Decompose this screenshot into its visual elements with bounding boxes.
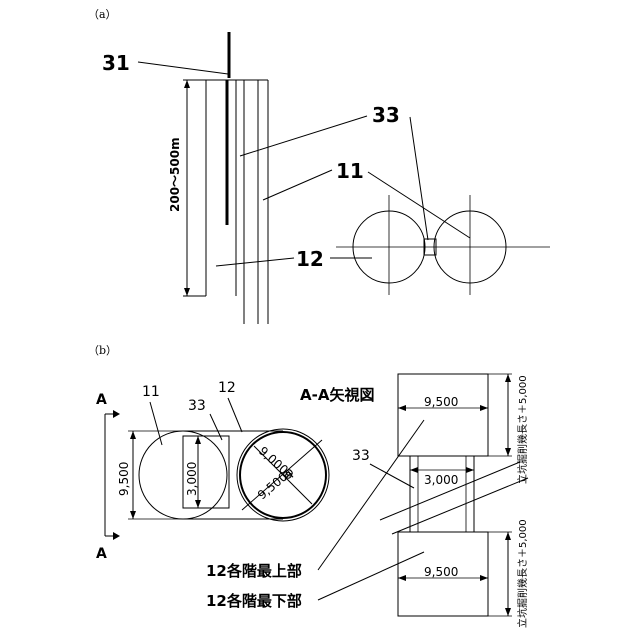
view-title: A-A矢視図 <box>300 386 374 404</box>
label-33-right: 33 <box>352 448 370 464</box>
side-note-upper: 立坑掘削幾長さ＋5,000 <box>516 375 529 484</box>
leader-31 <box>138 62 228 74</box>
leader-callout-bottom <box>318 552 424 600</box>
elevation-view <box>380 374 528 616</box>
leader-11 <box>263 170 332 200</box>
side-note-lower: 立坑掘削幾長さ＋5,000 <box>516 519 529 628</box>
callout-top: 12各階最上部 <box>206 562 302 580</box>
leader-33 <box>240 116 367 156</box>
leader-33-b <box>410 117 428 240</box>
label-12: 12 <box>296 247 324 271</box>
shaft-lines <box>206 32 268 324</box>
label-11-b: 11 <box>142 384 160 400</box>
callout-bottom: 12各階最下部 <box>206 592 302 610</box>
caption-a: （a） <box>88 8 117 21</box>
dim-connector: 3,000 <box>185 462 199 496</box>
dim-middle-width: 3,000 <box>424 473 458 487</box>
label-33: 33 <box>372 103 400 127</box>
label-11: 11 <box>336 159 364 183</box>
leader-12 <box>216 258 294 266</box>
dim-upper-width: 9,500 <box>424 395 458 409</box>
depth-label: 200～500m <box>168 137 182 212</box>
caption-b: （b） <box>88 344 117 357</box>
label-33-b: 33 <box>188 398 206 414</box>
label-12-b: 12 <box>218 380 236 396</box>
label-31: 31 <box>102 51 130 75</box>
section-marker-top: A <box>96 392 107 408</box>
plan-view-a <box>336 195 550 295</box>
plan-view-b <box>128 429 329 521</box>
section-marker-bottom: A <box>96 546 107 562</box>
depth-dimension <box>183 80 206 296</box>
dim-lower-width: 9,500 <box>424 565 458 579</box>
dim-height: 9,500 <box>117 462 131 496</box>
leader-callout-top <box>318 420 424 570</box>
